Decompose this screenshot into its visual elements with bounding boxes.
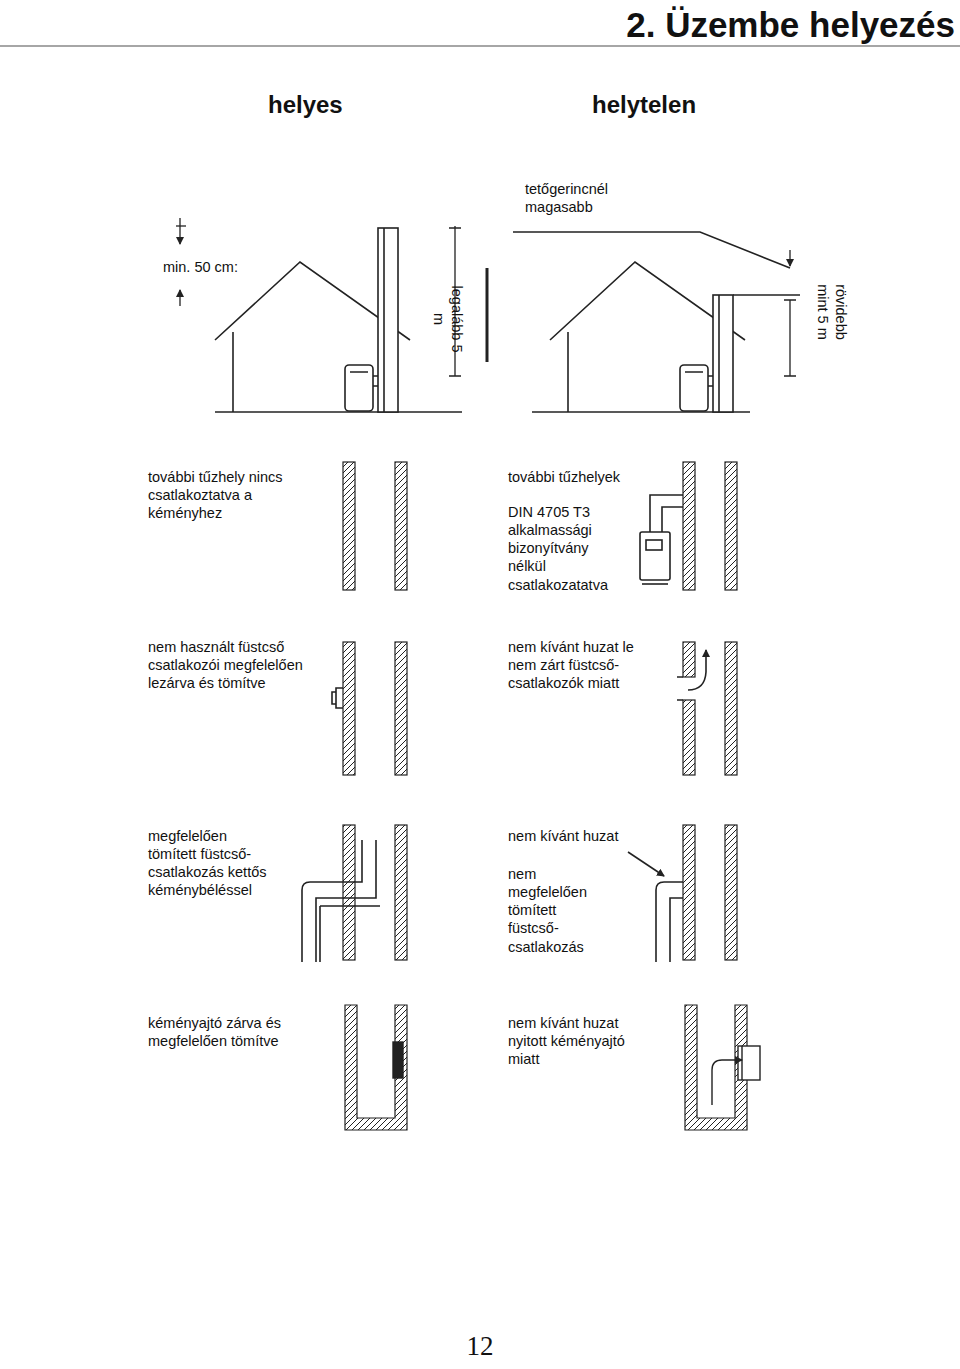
chimney-section: [345, 1005, 407, 1130]
pipe-connector: [656, 882, 683, 962]
dimension: legalább 5 m: [430, 283, 466, 355]
annotation: tetőgerincnél magasabb: [525, 180, 635, 216]
dimension-lines: [789, 250, 790, 266]
house-correct: [383, 228, 385, 412]
caption-incorrect: további tűzhelyek: [508, 468, 658, 486]
caption-correct: kéményajtó zárva és megfelelően tömítve: [148, 1014, 320, 1050]
column-heading: helyes: [268, 90, 388, 120]
heater-symbol: [646, 540, 662, 550]
house-incorrect: [513, 232, 790, 268]
chimney-section: [395, 642, 407, 775]
house-incorrect: [685, 372, 713, 386]
chimney-section: [725, 462, 737, 590]
chimney-section: [395, 825, 407, 960]
dimension: min. 50 cm:: [163, 258, 273, 276]
house-incorrect: [733, 294, 800, 296]
heater-symbol: [650, 495, 683, 532]
pipe-connector: [332, 688, 343, 708]
pipe-connector: [677, 677, 683, 700]
pipe-connector: [688, 650, 706, 690]
caption-incorrect: nem megfelelően tömített füstcső-csatlak…: [508, 865, 600, 956]
house-correct: [215, 228, 462, 412]
chimney-door: [712, 1060, 742, 1105]
pipe-connector: [302, 840, 683, 962]
pipe-connector: [628, 852, 664, 876]
dimension: rövidebb mint 5 m: [814, 274, 850, 350]
chimney-door: [393, 1042, 760, 1105]
page-number: 12: [440, 1330, 520, 1364]
house-correct: [215, 411, 462, 413]
chimney-door: [738, 1046, 760, 1080]
pipe-connector: [320, 906, 380, 962]
caption-incorrect: nem kívánt huzat le nem zárt füstcső-csa…: [508, 638, 650, 692]
pipe-connector: [316, 840, 376, 962]
pipe-connector: [302, 840, 362, 962]
heater-symbol: [640, 532, 670, 580]
dimension-lines: [784, 300, 796, 376]
house-incorrect: [713, 295, 733, 412]
title-rule: [0, 45, 960, 47]
caption-correct: nem használt füstcső csatlakozói megfele…: [148, 638, 320, 692]
dimension-lines: [176, 218, 487, 376]
house-incorrect: [513, 232, 800, 412]
caption-incorrect: nem kívánt huzat nyitott kéményajtó miat…: [508, 1014, 640, 1068]
chimney-section: [683, 462, 695, 590]
chimney-door: [393, 1042, 403, 1078]
chimney-section: [683, 642, 695, 677]
house-correct: [233, 330, 385, 412]
heater-symbol: [640, 495, 683, 584]
chimney-section: [345, 1005, 747, 1130]
chimney-section: [395, 462, 407, 590]
house-correct: [350, 372, 378, 386]
house-correct: [378, 228, 398, 412]
chimney-section: [725, 825, 737, 960]
pipe-connector: [670, 898, 683, 962]
dimension-lines: [176, 225, 186, 226]
house-incorrect: [718, 295, 720, 412]
house-incorrect: [568, 330, 720, 412]
chimney-section: [343, 462, 355, 590]
chimney-section: [343, 825, 737, 960]
chimney-section: [343, 825, 355, 960]
caption-correct: további tűzhely nincs csatlakoztatva a k…: [148, 468, 320, 522]
column-heading: helytelen: [592, 90, 752, 120]
chimney-section: [683, 700, 695, 775]
chimney-section: [343, 642, 355, 775]
dimension-lines: [784, 250, 796, 376]
chimney-section: [683, 825, 695, 960]
caption-correct: megfelelően tömített füstcső-csatlakozás…: [148, 827, 278, 900]
dimension-lines: [179, 218, 180, 244]
chimney-door: [741, 1046, 742, 1080]
dimension-lines: [486, 268, 489, 362]
chimney-section: [725, 642, 737, 775]
title-rule: [0, 45, 960, 47]
dimension-lines: [179, 290, 180, 306]
heater-symbol: [642, 583, 668, 585]
caption-incorrect: DIN 4705 T3 alkalmassági bizonyítvány né…: [508, 503, 620, 594]
caption-incorrect: nem kívánt huzat: [508, 827, 638, 845]
page-title: 2. Üzembe helyezés: [560, 3, 955, 47]
